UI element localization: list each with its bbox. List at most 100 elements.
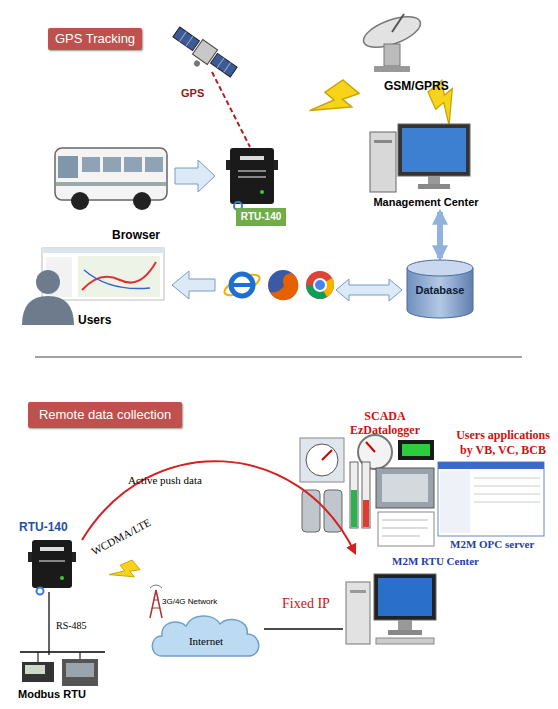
gps-label: GPS	[181, 87, 204, 99]
server-node: Management Center	[365, 120, 487, 212]
node-text: M2M RTU Center	[392, 555, 479, 567]
browser-node: Browser	[38, 226, 170, 304]
edge-label: Fixed IP	[282, 596, 330, 612]
solar-panel	[173, 27, 200, 51]
node-text: Internet	[148, 635, 264, 647]
gauge-needle	[366, 442, 375, 452]
node-text: Modbus RTU	[18, 688, 86, 700]
opc-window	[438, 462, 544, 536]
panel-grid	[186, 36, 193, 46]
bar-gauge	[362, 462, 370, 528]
connector	[264, 628, 343, 629]
chrome-center	[314, 279, 326, 291]
node-text: RTU-140	[19, 520, 68, 534]
module-face	[66, 663, 94, 677]
panel-grid	[179, 32, 186, 42]
window-row	[474, 486, 540, 487]
software-label: Users applications by VB, VC, BCB	[453, 428, 553, 458]
map-road	[84, 270, 150, 289]
satellite-dish	[360, 10, 425, 72]
network-label: 3G/4G Network	[162, 597, 217, 606]
screenshot-line	[382, 536, 420, 537]
cloud-outline	[148, 610, 264, 658]
ie-icon	[231, 274, 253, 296]
device-logo	[240, 156, 264, 160]
monitor-stand	[398, 620, 412, 630]
bus	[55, 148, 167, 210]
block-arrow	[175, 160, 215, 192]
bus-wheel	[71, 192, 89, 210]
window-row	[474, 478, 540, 479]
ie-bar	[232, 283, 252, 287]
satellite-antenna	[193, 59, 201, 67]
meter-screen	[25, 665, 45, 674]
device-led	[60, 576, 64, 580]
node-text: Browser	[112, 228, 160, 242]
edge-label: RS-485	[56, 620, 87, 631]
node-text: GPS Tracking	[48, 31, 142, 46]
monitor-base	[418, 184, 450, 189]
bus-wheel	[133, 192, 151, 210]
cell-tower	[152, 608, 160, 609]
section-banner: Remote data collection	[28, 402, 182, 428]
database-cylinder: Database	[405, 258, 475, 320]
user-head	[36, 270, 60, 294]
pc-screen	[402, 128, 466, 172]
window-row	[474, 502, 540, 503]
connector	[437, 212, 443, 258]
app-screenshot	[378, 512, 434, 546]
node-text: Management Center	[365, 196, 487, 208]
node-text: Database	[405, 284, 475, 296]
modbus-devices: Modbus RTU	[16, 655, 108, 703]
satellite	[167, 25, 239, 86]
gauge-needle	[322, 450, 332, 460]
node-text: Remote data collection	[28, 407, 182, 422]
ie-orbit	[222, 271, 262, 300]
digital-display	[398, 440, 434, 460]
wireless-bolt	[309, 76, 361, 130]
rs485-bus-wire	[20, 651, 105, 652]
device-label: RTU-140	[236, 208, 286, 226]
bus-window	[145, 157, 163, 172]
dish-feed	[392, 14, 404, 32]
drop-wire	[38, 652, 39, 662]
cell-tower	[156, 590, 162, 618]
cell-tower	[150, 590, 156, 618]
display-segments	[402, 444, 430, 456]
keyboard	[376, 638, 434, 644]
device-led	[260, 190, 264, 194]
wireless-bolt	[109, 557, 141, 588]
bus-window	[82, 157, 100, 172]
double-block-arrow	[336, 279, 402, 301]
chrome-icon	[306, 271, 334, 299]
firefox-fox	[270, 273, 298, 300]
node-text: RTU-140	[236, 211, 286, 222]
device-marking	[39, 560, 65, 562]
bar-gauge	[350, 462, 358, 528]
pc-screen	[378, 578, 432, 616]
monitor-base	[388, 630, 422, 635]
window-pane	[440, 471, 470, 533]
bar-level	[351, 490, 357, 527]
pc-drive	[374, 140, 392, 143]
dish-pedestal	[384, 44, 400, 66]
pc-tower	[346, 582, 370, 644]
pc-monitor	[374, 574, 436, 620]
window-titlebar	[438, 462, 544, 469]
software-label: SCADA EzDatalogger	[340, 409, 430, 437]
screenshot-line	[382, 528, 428, 529]
gauge-dial	[306, 444, 338, 476]
internet-cloud: Internet	[148, 610, 264, 658]
users-label: Users	[78, 313, 111, 327]
pc-tower	[370, 132, 396, 192]
solar-panel	[211, 53, 238, 77]
device-marking	[238, 170, 266, 172]
edge-label: Active push data	[128, 474, 202, 486]
browser-window	[42, 248, 164, 300]
drop-wire	[80, 652, 81, 659]
user-body	[22, 296, 74, 325]
window-row	[474, 494, 540, 495]
rtu-center-pc: M2M RTU Center	[343, 553, 493, 648]
